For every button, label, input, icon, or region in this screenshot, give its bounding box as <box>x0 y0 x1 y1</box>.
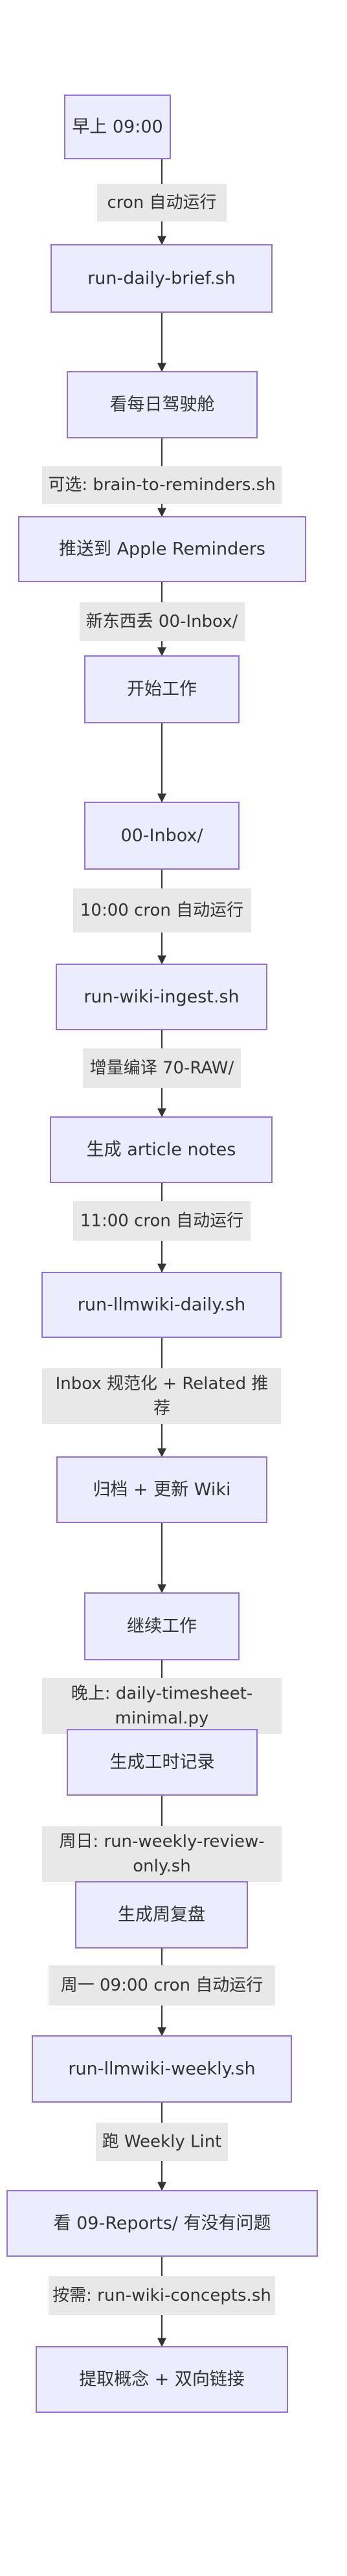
node-label: 推送到 Apple Reminders <box>59 539 265 559</box>
edge-label-bg <box>42 466 282 504</box>
node-box <box>67 1729 258 1796</box>
edge-label-bg <box>96 2123 228 2161</box>
edge-label: 可选: brain-to-reminders.sh <box>42 466 282 504</box>
edge-label-text: 11:00 cron 自动运行 <box>80 1212 243 1231</box>
node-box <box>18 516 306 582</box>
edge-label-text: 可选: brain-to-reminders.sh <box>48 475 275 495</box>
node-box <box>6 2190 318 2257</box>
node-label: 早上 09:00 <box>72 117 162 137</box>
node-label: 看每日驾驶舱 <box>110 395 215 415</box>
edge-label-text: 荐 <box>153 1399 170 1418</box>
edge-label-text: 晚上: daily-timesheet- <box>71 1684 253 1704</box>
flow-node: 生成 article notes <box>50 1116 273 1183</box>
edge-label-text: 新东西丢 00-Inbox/ <box>86 612 238 631</box>
edge-label: 10:00 cron 自动运行 <box>73 888 251 932</box>
flow-node: 开始工作 <box>84 655 240 723</box>
flow-node: 继续工作 <box>84 1592 240 1660</box>
edge-label-bg <box>97 184 227 221</box>
flow-node: 看 09-Reports/ 有没有问题 <box>6 2190 318 2257</box>
edge-label-bg <box>42 1678 282 1734</box>
edge-label-bg <box>49 1965 275 2005</box>
edge-label-bg <box>80 602 245 641</box>
node-label: run-daily-brief.sh <box>87 269 236 289</box>
edge-label-bg <box>42 1826 282 1882</box>
edge-label: 晚上: daily-timesheet-minimal.py <box>42 1678 282 1734</box>
flow-node: 提取概念 + 双向链接 <box>36 2346 288 2413</box>
edge-label-text: 跑 Weekly Lint <box>102 2132 222 2152</box>
flow-node: 早上 09:00 <box>64 95 171 159</box>
edge-label: cron 自动运行 <box>97 184 227 221</box>
edge-label-text: 增量编译 70-RAW/ <box>90 1059 234 1078</box>
edge-label-text: 10:00 cron 自动运行 <box>80 901 243 920</box>
node-label: 00-Inbox/ <box>120 826 203 846</box>
node-box <box>32 2035 292 2103</box>
node-label: run-llmwiki-weekly.sh <box>68 2059 255 2079</box>
edge-label-text: 周一 09:00 cron 自动运行 <box>61 1976 263 1995</box>
node-box <box>50 1116 273 1183</box>
node-box <box>84 1592 240 1660</box>
node-box <box>56 1456 267 1523</box>
edge-label-text: 按需: run-wiki-concepts.sh <box>52 2286 271 2305</box>
node-box <box>75 1881 248 1949</box>
flow-node: run-wiki-ingest.sh <box>56 964 267 1030</box>
node-label: 继续工作 <box>127 1616 197 1636</box>
edge-label-text: minimal.py <box>115 1709 209 1728</box>
node-box <box>67 371 258 438</box>
node-label: 生成工时记录 <box>110 1752 215 1772</box>
node-label: run-wiki-ingest.sh <box>84 987 239 1007</box>
flow-node: 归档 + 更新 Wiki <box>56 1456 267 1523</box>
flow-node: 看每日驾驶舱 <box>67 371 258 438</box>
edge-label: 新东西丢 00-Inbox/ <box>80 602 245 641</box>
node-box <box>84 655 240 723</box>
node-label: 生成 article notes <box>87 1140 236 1160</box>
edge-label-bg <box>49 2276 275 2315</box>
flow-node: 生成周复盘 <box>75 1881 248 1949</box>
flow-node: 生成工时记录 <box>67 1729 258 1796</box>
node-box <box>50 244 273 313</box>
edge-label-text: Inbox 规范化 + Related 推 <box>56 1374 269 1394</box>
edge-label: 增量编译 70-RAW/ <box>83 1048 241 1088</box>
edge-label: 周一 09:00 cron 自动运行 <box>49 1965 275 2005</box>
node-box <box>41 1272 282 1338</box>
flow-node: 推送到 Apple Reminders <box>18 516 306 582</box>
node-label: 看 09-Reports/ 有没有问题 <box>54 2213 271 2233</box>
flow-node: run-llmwiki-daily.sh <box>41 1272 282 1338</box>
edge-label-bg <box>42 1368 281 1424</box>
node-box <box>56 964 267 1030</box>
edge-label: 跑 Weekly Lint <box>96 2123 228 2161</box>
flow-node: run-daily-brief.sh <box>50 244 273 313</box>
node-label: 生成周复盘 <box>118 1905 205 1925</box>
edge-label: 周日: run-weekly-review-only.sh <box>42 1826 282 1882</box>
edge-label-text: only.sh <box>133 1857 191 1876</box>
edge-label-bg <box>73 1201 251 1241</box>
edge-label: Inbox 规范化 + Related 推荐 <box>42 1368 281 1424</box>
edge-label-text: cron 自动运行 <box>107 193 216 212</box>
edge-label-text: 周日: run-weekly-review- <box>59 1832 264 1851</box>
edge-label: 11:00 cron 自动运行 <box>73 1201 251 1241</box>
edge-label: 按需: run-wiki-concepts.sh <box>49 2276 275 2315</box>
node-label: 归档 + 更新 Wiki <box>93 1480 230 1500</box>
node-box <box>64 95 171 159</box>
edge-label-bg <box>73 888 251 932</box>
flow-node: run-llmwiki-weekly.sh <box>32 2035 292 2103</box>
edge-label-bg <box>83 1048 241 1088</box>
node-label: 提取概念 + 双向链接 <box>79 2369 245 2390</box>
node-box <box>36 2346 288 2413</box>
node-label: run-llmwiki-daily.sh <box>78 1295 245 1315</box>
node-label: 开始工作 <box>127 679 197 699</box>
node-box <box>84 802 240 870</box>
flow-node: 00-Inbox/ <box>84 802 240 870</box>
